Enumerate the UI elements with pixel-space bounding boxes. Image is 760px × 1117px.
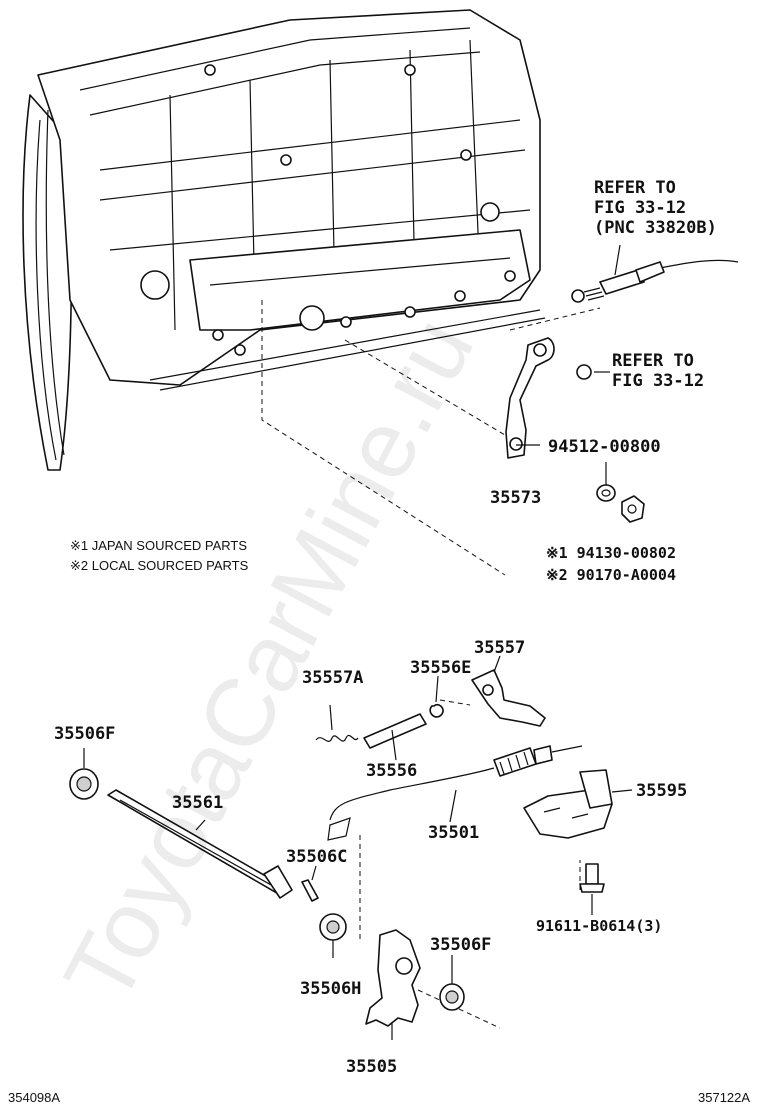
flange-bolt	[579, 863, 605, 915]
shift-cable-end	[571, 259, 739, 303]
part-label-35556E: 35556E	[410, 658, 471, 678]
part-label-90170: ※2 90170-A0004	[546, 566, 676, 584]
transmission-assembly	[22, 9, 546, 471]
part-label-35556: 35556	[366, 761, 417, 781]
part-label-35505: 35505	[346, 1057, 397, 1077]
detent-lever	[471, 655, 546, 727]
transmission-control-cable	[327, 745, 583, 841]
part-label-35506C: 35506C	[286, 847, 347, 867]
note-local-sourced: ※2 LOCAL SOURCED PARTS	[70, 558, 249, 573]
nut-ref-line2: FIG 33-12	[612, 371, 704, 391]
cable-ref-line2: FIG 33-12	[594, 198, 686, 218]
part-label-35501: 35501	[428, 823, 479, 843]
part-label-35506F-bottom: 35506F	[430, 935, 491, 955]
nut-ref-line1: REFER TO	[612, 351, 694, 371]
part-label-35506H: 35506H	[300, 979, 361, 999]
part-label-94130: ※1 94130-00802	[546, 544, 676, 562]
e-ring	[429, 675, 444, 718]
note-japan-sourced: ※1 JAPAN SOURCED PARTS	[70, 538, 247, 553]
illustration-code-right: 357122A	[698, 1090, 750, 1105]
cable-ref-line1: REFER TO	[594, 178, 676, 198]
part-label-35595: 35595	[636, 781, 687, 801]
detent-rod	[363, 713, 427, 761]
cable-ref-line3: (PNC 33820B)	[594, 218, 717, 238]
cable-bracket	[523, 769, 633, 839]
part-label-94512: 94512-00800	[548, 437, 661, 457]
detent-plate	[365, 929, 421, 1040]
part-label-35557A: 35557A	[302, 668, 363, 688]
nut-icon	[576, 364, 592, 380]
hex-nut	[621, 495, 645, 523]
detent-spring	[315, 704, 359, 743]
part-label-35573: 35573	[490, 488, 541, 508]
illustration-code-left: 354098A	[8, 1090, 60, 1105]
shaft-collar	[319, 913, 347, 958]
oil-seal-right	[439, 955, 465, 1011]
lock-washer	[596, 462, 616, 502]
manual-shaft-lever	[505, 337, 555, 459]
part-label-35557: 35557	[474, 638, 525, 658]
part-label-91611: 91611-B0614(3)	[536, 917, 662, 935]
part-label-35506F-top: 35506F	[54, 724, 115, 744]
oil-seal-left	[69, 748, 99, 800]
part-label-35561: 35561	[172, 793, 223, 813]
manual-valve-shaft	[107, 789, 293, 899]
spring-pin	[301, 865, 319, 902]
